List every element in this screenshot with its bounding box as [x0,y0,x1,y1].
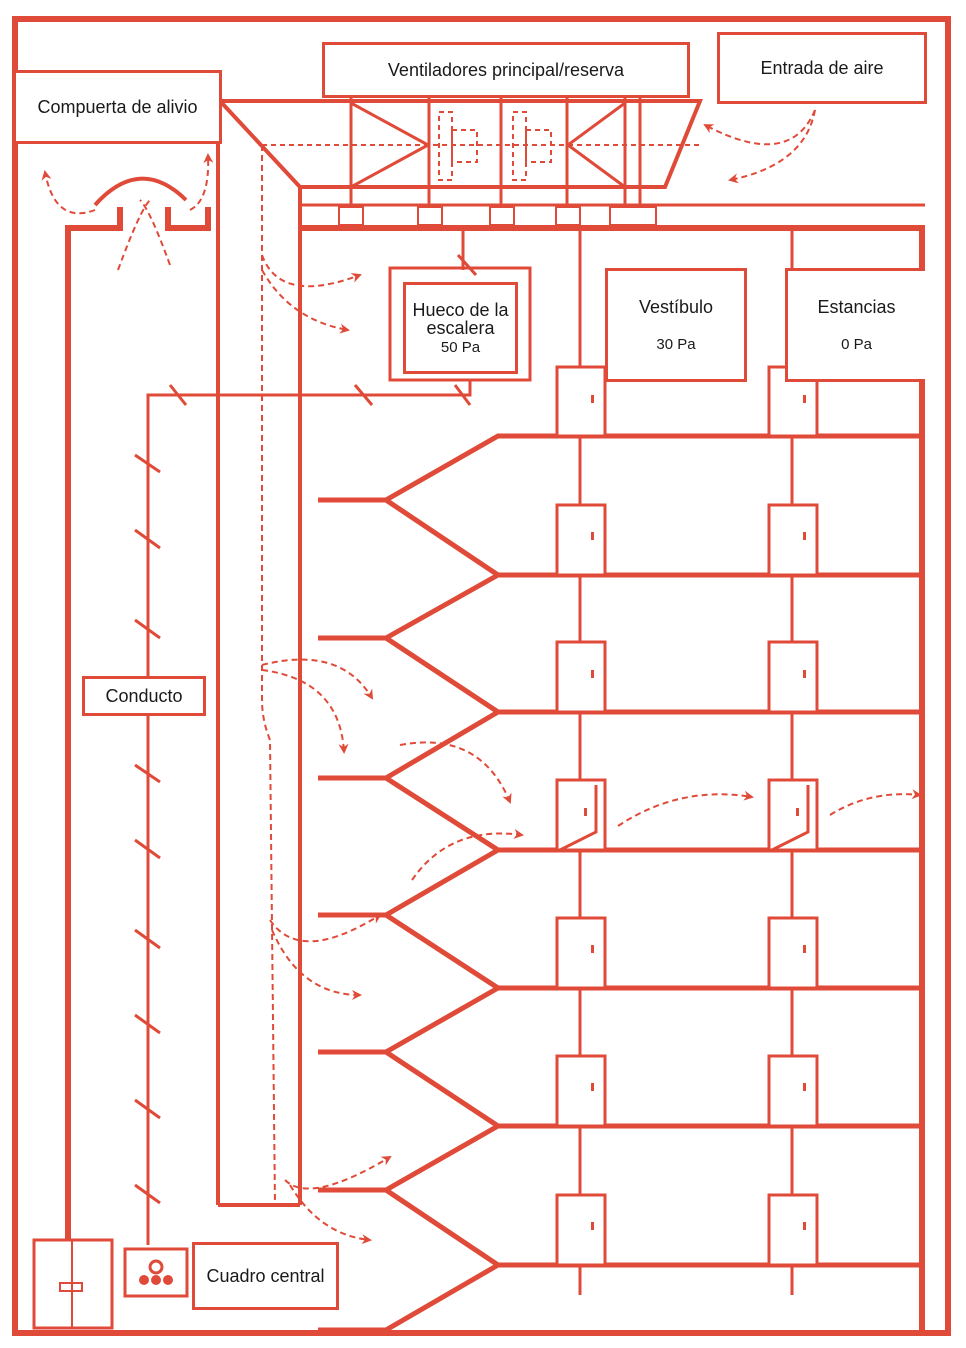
stairwell-label: Hueco de la escalera [412,300,509,338]
control-panel-label: Cuadro central [206,1265,325,1286]
air-inlet-label: Entrada de aire [760,57,884,78]
control-panel-label-box: Cuadro central [192,1242,339,1310]
fans-label: Ventiladores principal/reserva [387,59,625,80]
relief-damper-label: Compuerta de alivio [37,96,198,117]
rooms-label: Estancias [817,297,896,317]
stairwell-pressure: 50 Pa [440,339,481,356]
lobby-box: Vestíbulo 30 Pa [605,268,747,382]
lobby-label: Vestíbulo [638,297,714,317]
stairwell-box: Hueco de la escalera 50 Pa [403,282,518,374]
rooms-pressure: 0 Pa [841,336,872,353]
duct-label-box: Conducto [82,676,206,716]
relief-damper-label-box: Compuerta de alivio [13,70,222,144]
air-inlet-label-box: Entrada de aire [717,32,927,104]
lobby-pressure: 30 Pa [656,336,696,353]
rooms-box: Estancias 0 Pa [785,268,925,382]
building-outline [12,16,951,1336]
duct-label: Conducto [105,685,183,706]
fans-label-box: Ventiladores principal/reserva [322,42,690,98]
